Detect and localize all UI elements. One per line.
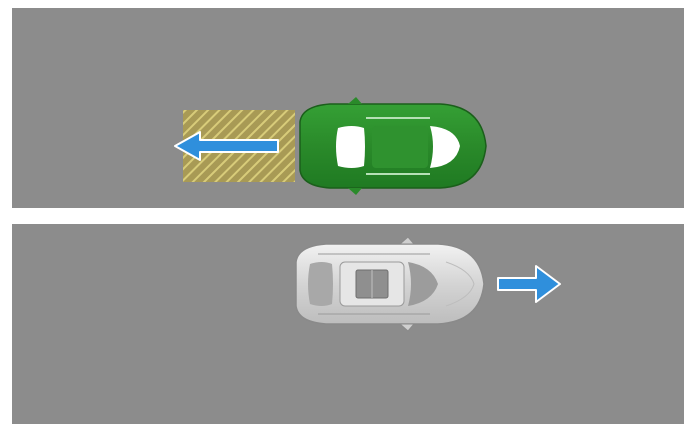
car-icon bbox=[296, 237, 484, 331]
arrow-right-icon bbox=[498, 266, 560, 302]
car-icon bbox=[300, 97, 486, 195]
